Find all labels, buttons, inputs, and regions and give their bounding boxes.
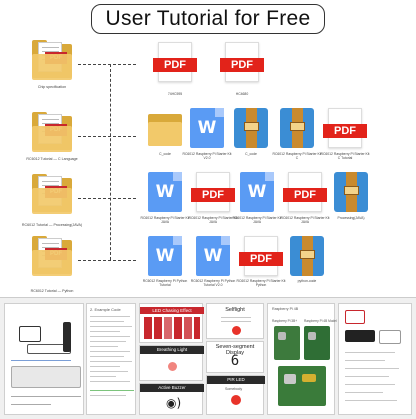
file-label: HC4680 [235, 92, 249, 96]
folder-label-c: RC6012 Tutorial — C Language [26, 157, 78, 161]
file-label: RC6012 Raspberry Pi Python Tutorial [142, 279, 188, 287]
word-document-icon[interactable]: W [196, 236, 230, 276]
raspberry-board [304, 326, 330, 360]
raspberry-panel: Raspberry Pi 4B Raspberry Pi 3B+ Raspber… [267, 303, 337, 415]
folder-icon[interactable]: PDF [32, 174, 72, 214]
archive-icon[interactable] [234, 108, 268, 148]
folder-label-python: RC6012 Tutorial — Python [30, 289, 74, 293]
wiring-diagram-panel [4, 303, 84, 415]
pdf-icon[interactable]: PDF [191, 172, 235, 212]
page-title: User Tutorial for Free [91, 4, 325, 34]
file-label: RC6012 Raspberry Pi Starter Kit JAVA [140, 216, 190, 224]
led-chasing-panel: LED Chasing Effect [139, 303, 204, 343]
raspberry-2b-label: Raspberry Pi 3B+ [272, 319, 298, 323]
preview-strip: 2. Example Code LED Chasing Effect Breat… [0, 297, 416, 419]
raspberry-title: Raspberry Pi 4B [272, 307, 299, 311]
led-dot [232, 326, 241, 335]
led-matrix [345, 310, 365, 324]
raspberry-4b-label: Raspberry Pi 4B Model [304, 319, 337, 323]
led-chasing-label: LED Chasing Effect [140, 307, 204, 314]
connector-line [78, 64, 136, 65]
word-document-icon[interactable]: W [148, 236, 182, 276]
file-label: RC6012 Raspberry Pi Starter Kit C [272, 152, 322, 160]
pdf-icon[interactable]: PDF [153, 42, 197, 82]
archive-icon[interactable] [290, 236, 324, 276]
seven-segment-label: Seven-segment Display [215, 344, 255, 356]
archive-icon[interactable] [334, 172, 368, 212]
file-label: RC6012 Raspberry Pi Starter Kit JAVA [280, 216, 330, 224]
file-label: RC6012 Raspberry Pi Starter Kit JAVA [188, 216, 238, 224]
connector-line [78, 260, 136, 261]
file-label: 74HC595 [167, 92, 183, 96]
folder-label-java: RC6012 Tutorial — Processing(JAVA) [21, 223, 83, 227]
selflight-panel: Selflight [206, 303, 264, 339]
pdf-icon[interactable]: PDF [283, 172, 327, 212]
active-buzzer-label: Active Buzzer [140, 384, 204, 392]
led-dot [168, 362, 177, 371]
archive-icon[interactable] [280, 108, 314, 148]
file-label: Processing(JAVA) [337, 216, 365, 220]
file-label: python-code [297, 279, 317, 283]
folder-icon[interactable] [148, 108, 182, 148]
raspberry-board [278, 366, 326, 406]
folder-label-chip: Chip specification [37, 85, 67, 89]
connector-line [110, 64, 111, 260]
folder-icon[interactable]: PDF [32, 40, 72, 80]
segment-display [345, 330, 375, 342]
code-example-panel: 2. Example Code [86, 303, 136, 415]
led-dot [231, 395, 241, 405]
components-panel [338, 303, 412, 415]
file-label: RC6012 Raspberry Pi Starter Kit JAVA [232, 216, 282, 224]
sound-icon: ◉) [166, 396, 182, 410]
file-label: RC6012 Raspberry Pi Starter Kit V2.0 [182, 152, 232, 160]
folder-icon[interactable]: PDF [32, 112, 72, 152]
file-label: RC6012 Raspberry Pi Starter Kit Python [236, 279, 286, 287]
word-document-icon[interactable]: W [240, 172, 274, 212]
connector-line [78, 198, 136, 199]
active-buzzer-panel: Active Buzzer ◉) [139, 383, 204, 415]
file-label: C_code [245, 152, 257, 156]
selflight-label: Selflight [225, 307, 245, 313]
somebody-label: Somebody [225, 387, 243, 391]
pdf-icon[interactable]: PDF [323, 108, 367, 148]
pir-led-label: PIR LED [207, 376, 265, 384]
connector-line [78, 136, 136, 137]
pir-led-panel: PIR LED Somebody [206, 375, 265, 415]
folder-icon[interactable]: PDF [32, 236, 72, 276]
pdf-icon[interactable]: PDF [239, 236, 283, 276]
breathing-light-panel: Breathing Light [139, 345, 204, 381]
seven-segment-digit: 6 [230, 353, 240, 369]
word-document-icon[interactable]: W [190, 108, 224, 148]
file-label: C_code [159, 152, 171, 156]
pdf-icon[interactable]: PDF [220, 42, 264, 82]
example-title: 2. Example Code [90, 307, 121, 312]
word-document-icon[interactable]: W [148, 172, 182, 212]
raspberry-board [274, 326, 300, 360]
file-label: RC6012 Raspberry Pi Starter Kit C Tutori… [320, 152, 370, 160]
breathing-light-label: Breathing Light [140, 346, 204, 354]
seven-segment-panel: Seven-segment Display 6 [206, 341, 264, 373]
file-label: RC6012 Raspberry Pi Python Tutorial V2.0 [190, 279, 236, 287]
